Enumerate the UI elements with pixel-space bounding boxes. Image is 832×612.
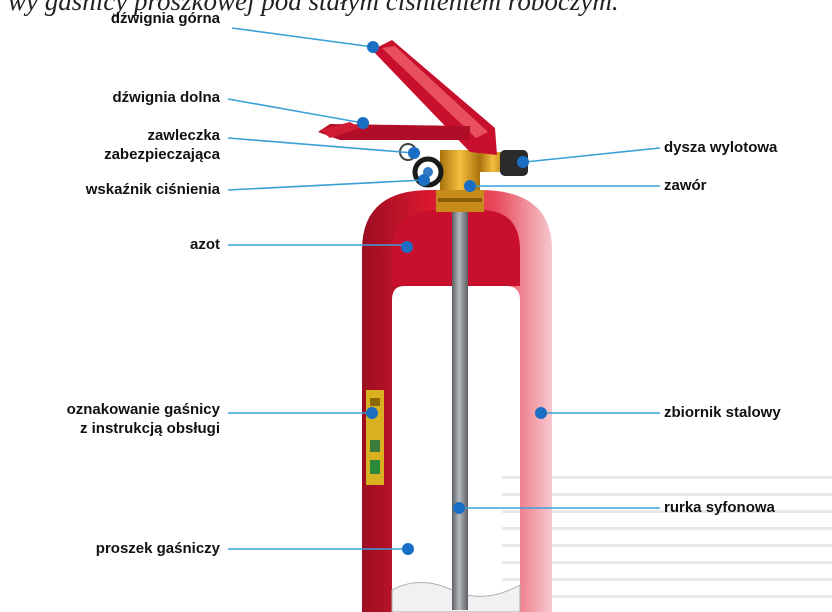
siphon-tube xyxy=(452,190,468,610)
label-siphon-tube: rurka syfonowa xyxy=(664,498,775,517)
label-valve: zawór xyxy=(664,176,707,195)
label-upper-lever: dźwignia górna xyxy=(111,9,220,28)
label-steel-tank: zbiornik stalowy xyxy=(664,403,781,422)
label-lower-lever: dźwignia dolna xyxy=(113,88,221,107)
label-pressure-gauge: wskaźnik ciśnienia xyxy=(86,180,220,199)
label-nitrogen: azot xyxy=(190,235,220,254)
label-nozzle: dysza wylotowa xyxy=(664,138,777,157)
label-safety-pin-line1: zawleczka xyxy=(147,126,220,145)
label-powder: proszek gaśniczy xyxy=(96,539,220,558)
label-marking-line2: z instrukcją obsługi xyxy=(80,419,220,438)
label-safety-pin-line2: zabezpieczająca xyxy=(104,145,220,164)
label-marking-line1: oznakowanie gaśnicy xyxy=(67,400,220,419)
